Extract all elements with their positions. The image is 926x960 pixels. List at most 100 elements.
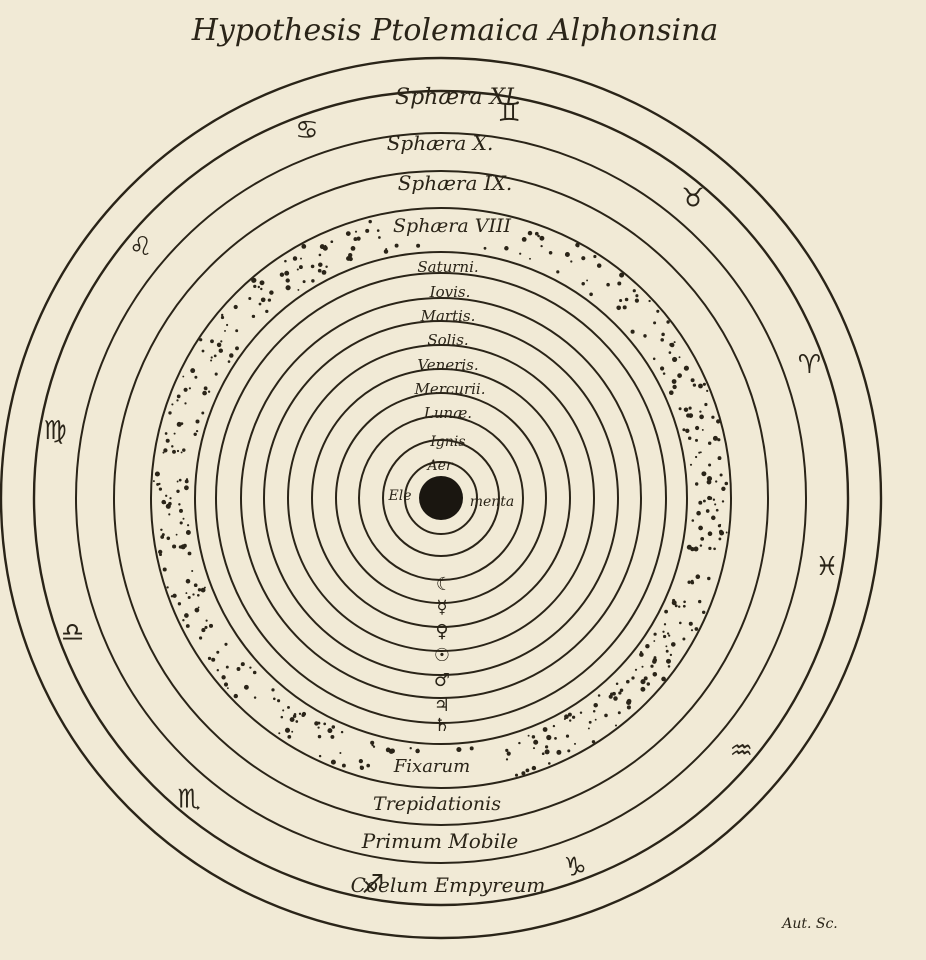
- star-dot: [158, 549, 163, 555]
- star-dot: [715, 480, 718, 483]
- star-dot: [534, 231, 539, 236]
- star-dot: [690, 378, 695, 383]
- star-dot: [358, 759, 363, 763]
- star-dot: [714, 503, 717, 506]
- star-dot: [331, 725, 336, 729]
- star-dot: [671, 379, 677, 384]
- star-dot: [311, 279, 315, 283]
- planet-sphere-labels: Saturni. Iovis. Martis. Solis. Veneris. …: [388, 258, 515, 510]
- star-dot: [302, 280, 306, 284]
- star-dot: [193, 432, 197, 436]
- star-dot: [570, 260, 573, 263]
- star-dot: [569, 719, 572, 722]
- star-dot: [652, 357, 656, 361]
- star-dot: [176, 394, 181, 399]
- star-dot: [330, 240, 334, 244]
- pisces-icon: ♓: [815, 552, 838, 582]
- star-dot: [257, 285, 260, 289]
- star-dot: [699, 544, 703, 547]
- star-dot: [540, 244, 543, 248]
- star-dot: [531, 735, 536, 739]
- star-dot: [165, 503, 171, 509]
- star-dot: [289, 717, 295, 723]
- star-dot: [619, 298, 623, 303]
- star-dot: [176, 399, 179, 402]
- saturn-icon: ♄: [434, 715, 450, 736]
- star-dot: [688, 406, 692, 410]
- primum-mobile-label: Primum Mobile: [361, 829, 519, 853]
- star-dot: [178, 478, 182, 482]
- star-dot: [197, 588, 202, 592]
- star-dot: [682, 428, 686, 432]
- star-dot: [317, 721, 321, 725]
- star-dot: [158, 482, 161, 486]
- star-dot: [214, 372, 218, 376]
- star-dot: [165, 494, 168, 497]
- star-dot: [191, 569, 194, 573]
- star-dot: [685, 428, 690, 433]
- star-dot: [197, 594, 200, 597]
- star-dot: [185, 530, 191, 535]
- mars-sphere-label: Martis.: [420, 307, 476, 325]
- diagram-title: Hypothesis Ptolemaica Alphonsina: [191, 13, 719, 48]
- star-dot: [346, 256, 351, 261]
- star-dot: [192, 593, 195, 596]
- star-dot: [692, 383, 697, 387]
- star-dot: [319, 244, 325, 250]
- star-dot: [285, 278, 290, 283]
- star-dot: [176, 449, 180, 453]
- star-dot: [660, 338, 664, 342]
- star-dot: [694, 455, 698, 459]
- star-dot: [519, 252, 522, 255]
- star-dot: [184, 479, 189, 484]
- star-dot: [350, 246, 356, 251]
- star-dot: [354, 230, 358, 233]
- star-dot: [249, 666, 252, 669]
- star-dot: [626, 698, 632, 704]
- star-dot: [183, 387, 188, 392]
- star-dot: [195, 419, 200, 424]
- star-dot: [210, 356, 213, 359]
- star-dot: [317, 726, 320, 729]
- star-dot: [469, 746, 474, 751]
- sphere-ring: [215, 272, 667, 724]
- star-dot: [164, 432, 168, 435]
- star-dot: [717, 524, 722, 528]
- star-dot: [594, 718, 597, 721]
- star-dot: [556, 749, 562, 755]
- star-dot: [213, 354, 217, 358]
- star-dot: [695, 574, 701, 579]
- star-dot: [662, 630, 665, 633]
- star-dot: [168, 411, 172, 415]
- star-dot: [616, 305, 622, 311]
- star-dot: [160, 528, 163, 532]
- star-dot: [544, 749, 550, 755]
- star-dot: [372, 745, 376, 748]
- star-dot: [292, 256, 298, 261]
- star-dot: [210, 339, 214, 344]
- fixed-stars-label: Fixarum: [393, 756, 470, 777]
- star-dot: [178, 503, 181, 506]
- sun-icon: ☉: [434, 645, 450, 666]
- star-dot: [224, 329, 226, 332]
- star-dot: [269, 290, 274, 295]
- star-dot: [168, 513, 171, 516]
- star-dot: [711, 515, 716, 521]
- star-dot: [711, 415, 715, 419]
- star-dot: [179, 521, 183, 525]
- star-dot: [712, 498, 716, 501]
- star-dot: [216, 669, 219, 672]
- star-dot: [341, 763, 346, 768]
- star-dot: [208, 623, 214, 628]
- taurus-icon: ♉: [681, 184, 704, 214]
- star-dot: [593, 254, 597, 259]
- sphere-ring: [382, 439, 500, 557]
- star-dot: [666, 632, 670, 635]
- star-dot: [529, 257, 531, 260]
- star-dot: [177, 602, 182, 606]
- star-dot: [327, 728, 333, 734]
- star-dot: [552, 724, 556, 728]
- star-dot: [674, 604, 678, 608]
- star-dot: [641, 665, 644, 668]
- star-dot: [693, 546, 699, 552]
